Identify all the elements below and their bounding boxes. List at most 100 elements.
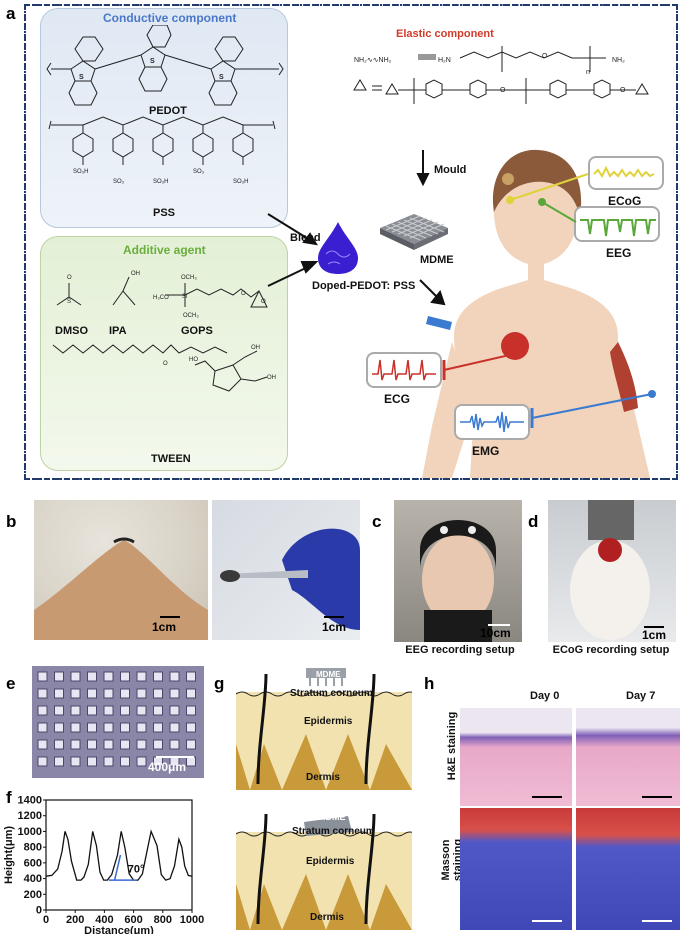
y-tick-label: 800	[24, 842, 42, 854]
photo-skin-attached: 1cm	[34, 500, 208, 640]
y-tick-label: 600	[24, 857, 42, 869]
microneedle	[70, 739, 81, 750]
microneedle	[87, 739, 97, 750]
scale-label-b-left: 1cm	[152, 620, 177, 634]
y-tick-label: 1000	[18, 826, 42, 838]
y-axis-label: Height(μm)	[3, 826, 15, 884]
microneedle	[153, 671, 163, 682]
emg-label: EMG	[472, 444, 500, 458]
microneedle	[186, 671, 196, 682]
emg-waveform	[460, 411, 524, 433]
microneedle	[120, 671, 130, 682]
panel-letter-g: g	[214, 674, 225, 693]
emg-signal-box	[454, 404, 530, 440]
microneedle	[103, 722, 114, 733]
histology-he-day0	[460, 708, 572, 806]
panel-letter-h: h	[424, 674, 435, 693]
svg-text:H₃CO: H₃CO	[153, 295, 169, 301]
microneedle	[70, 722, 81, 733]
svg-text:H₂N: H₂N	[438, 57, 451, 64]
mdme-array	[380, 214, 448, 250]
microneedle	[87, 722, 97, 733]
pedot-label: PEDOT	[149, 105, 187, 117]
g-top-epidermis: Epidermis	[304, 716, 353, 727]
svg-text:S: S	[67, 299, 71, 305]
microneedle	[186, 739, 196, 750]
h-row-he: H&E staining	[446, 711, 458, 781]
svg-text:HO: HO	[189, 357, 198, 363]
elastic-title: Elastic component	[396, 28, 494, 40]
microneedle	[136, 756, 147, 767]
conductive-component-box: Conductive component S S S	[40, 8, 288, 228]
microneedle	[54, 739, 64, 750]
x-axis-label: Distance(μm)	[84, 925, 154, 934]
microneedle	[169, 722, 180, 733]
microneedle	[70, 756, 81, 767]
x-tick-label: 200	[66, 914, 84, 926]
microneedle	[103, 705, 114, 716]
microneedle	[153, 722, 163, 733]
scale-label-e: 400μm	[148, 760, 187, 774]
g-bottom-stratum: Stratum corneum	[292, 826, 375, 837]
x-tick-label: 1000	[180, 914, 204, 926]
scale-bar-c	[488, 624, 510, 626]
microneedle	[37, 688, 48, 699]
svg-text:SO₃: SO₃	[193, 169, 205, 175]
microneedle	[87, 756, 97, 767]
scale-label-c: 10cm	[480, 626, 511, 640]
microneedle	[169, 705, 180, 716]
ecog-signal-box	[588, 156, 664, 190]
x-tick-label: 400	[95, 914, 113, 926]
additive-dmso: DMSO	[55, 325, 88, 337]
svg-text:S: S	[219, 74, 224, 81]
g-top-stratum: Stratum corneum	[290, 688, 373, 699]
scale-label-b-right: 1cm	[322, 620, 347, 634]
svg-text:S: S	[150, 58, 155, 65]
microneedle	[87, 671, 97, 682]
microneedle	[103, 739, 114, 750]
angle-annotation: 70°	[128, 863, 145, 875]
svg-text:O: O	[163, 361, 168, 367]
scale-bar-b-right	[324, 616, 344, 618]
y-tick-label: 200	[24, 889, 42, 901]
ecg-connector	[442, 350, 518, 380]
g-top-mdme-label: MDME	[316, 670, 341, 679]
svg-text:OCH₃: OCH₃	[181, 275, 197, 281]
microneedle	[70, 688, 81, 699]
microneedle	[186, 756, 196, 767]
g-bottom-dermis: Dermis	[310, 912, 344, 923]
microneedle	[37, 705, 48, 716]
microneedle	[153, 705, 163, 716]
svg-text:NH₂: NH₂	[612, 57, 625, 64]
microneedle	[54, 722, 64, 733]
microneedle	[120, 705, 130, 716]
ecog-connector	[506, 173, 589, 204]
svg-text:O: O	[67, 275, 72, 281]
svg-text:S: S	[79, 74, 84, 81]
svg-text:O: O	[241, 291, 246, 297]
h-column-day7: Day 7	[626, 690, 656, 702]
g-bottom-mdme-label: MDME	[318, 812, 346, 822]
plot-frame	[45, 799, 193, 911]
pss-label: PSS	[153, 207, 176, 219]
doped-label: Doped-PEDOT: PSS	[312, 280, 416, 292]
panel-letter-e: e	[6, 674, 16, 693]
panel-letter-f: f	[6, 788, 12, 807]
scale-bar-e	[156, 756, 194, 758]
conductive-title: Conductive component	[103, 11, 237, 25]
photo-ecog-setup: 1cm	[548, 500, 676, 642]
svg-text:SO₃H: SO₃H	[73, 169, 88, 175]
svg-text:O: O	[261, 299, 266, 305]
microneedle	[153, 688, 163, 699]
ecog-waveform	[593, 165, 655, 178]
microneedle	[136, 722, 147, 733]
microneedle	[87, 705, 97, 716]
panel-letter-b: b	[6, 512, 17, 531]
additive-ipa: IPA	[109, 325, 127, 337]
y-tick-label: 1200	[18, 810, 42, 822]
x-tick-label: 800	[154, 914, 172, 926]
svg-text:n: n	[586, 69, 590, 76]
h-column-day0: Day 0	[530, 690, 560, 702]
microneedle	[54, 688, 64, 699]
